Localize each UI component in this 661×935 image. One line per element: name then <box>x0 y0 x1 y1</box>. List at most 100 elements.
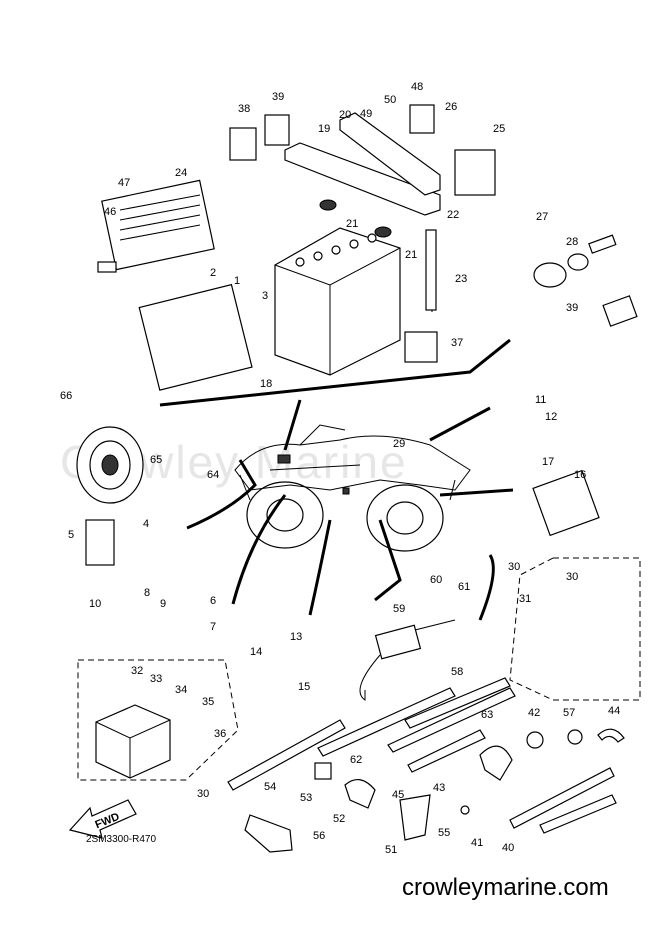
wire-harness-group-outline <box>509 557 641 701</box>
battery-part-18 <box>274 227 401 376</box>
callout-33: 33 <box>150 673 162 685</box>
callout-61: 61 <box>458 581 470 593</box>
callout-30: 30 <box>566 571 578 583</box>
callout-48: 48 <box>411 81 423 93</box>
fuse-box-part-30 <box>95 704 171 779</box>
drawing-code: 2SM3300-R470 <box>86 834 157 845</box>
callout-21: 21 <box>346 218 358 230</box>
callout-51: 51 <box>385 844 397 856</box>
clip-part-58 <box>567 729 583 745</box>
callout-58: 58 <box>451 666 463 678</box>
battery-bracket-part-19-20 <box>284 112 441 313</box>
callout-28: 28 <box>566 236 578 248</box>
callout-40: 40 <box>502 842 514 854</box>
ignition-coil-part-4 <box>85 519 115 566</box>
callout-30: 30 <box>508 561 520 573</box>
callout-6: 6 <box>210 595 216 607</box>
callout-7: 7 <box>210 621 216 633</box>
grommet-part-56 <box>460 805 470 815</box>
callout-25: 25 <box>493 123 505 135</box>
callout-2: 2 <box>210 267 216 279</box>
callout-31: 31 <box>519 593 531 605</box>
callout-42: 42 <box>528 707 540 719</box>
site-url[interactable]: crowleymarine.com <box>402 874 609 901</box>
clamp-part-44 <box>479 745 513 781</box>
callout-10: 10 <box>89 598 101 610</box>
sensor-part-49 <box>409 104 435 134</box>
callout-38: 38 <box>238 103 250 115</box>
callout-20: 20 <box>339 109 351 121</box>
main-switch-part-27 <box>533 234 638 327</box>
callout-22: 22 <box>447 209 459 221</box>
callout-24: 24 <box>175 167 187 179</box>
callout-44: 44 <box>608 705 620 717</box>
cable-ties <box>227 677 617 834</box>
callout-32: 32 <box>131 665 143 677</box>
clamp-part-57 <box>244 814 293 853</box>
fwd-arrow: FWD <box>68 799 137 839</box>
callout-46: 46 <box>104 206 116 218</box>
callout-23: 23 <box>455 273 467 285</box>
callout-47: 47 <box>118 177 130 189</box>
cdi-unit-part-1 <box>138 283 253 391</box>
callout-39: 39 <box>566 302 578 314</box>
callout-34: 34 <box>175 684 187 696</box>
starter-motor-part-60 <box>359 619 456 701</box>
callout-19: 19 <box>318 123 330 135</box>
relay-part-38 <box>404 331 438 363</box>
clamp-part-53 <box>344 779 376 809</box>
relay-part-39a <box>229 127 257 161</box>
horn-part-66 <box>76 426 144 504</box>
callout-55: 55 <box>438 827 450 839</box>
callout-60: 60 <box>430 574 442 586</box>
callout-39: 39 <box>272 91 284 103</box>
callout-5: 5 <box>68 529 74 541</box>
clip-part-45 <box>597 728 625 743</box>
callout-36: 36 <box>214 728 226 740</box>
rectifier-part-16 <box>532 469 600 537</box>
relay-part-39b <box>264 114 290 146</box>
clamp-part-52 <box>399 794 431 841</box>
callout-labels: 1234567891011121314151617181920212122232… <box>60 81 620 856</box>
callout-18: 18 <box>260 378 272 390</box>
callout-53: 53 <box>300 792 312 804</box>
starter-relay-part-25 <box>454 149 496 196</box>
callout-59: 59 <box>393 603 405 615</box>
callout-56: 56 <box>313 830 325 842</box>
leader-lines <box>159 338 514 621</box>
callout-54: 54 <box>264 781 276 793</box>
callout-1: 1 <box>234 275 240 287</box>
callout-64: 64 <box>207 469 219 481</box>
callout-17: 17 <box>542 456 554 468</box>
callout-11: 11 <box>535 394 546 406</box>
callout-15: 15 <box>298 681 310 693</box>
callout-16: 16 <box>574 469 586 481</box>
callout-37: 37 <box>451 337 463 349</box>
clamp-part-54 <box>314 762 332 780</box>
callout-3: 3 <box>262 290 268 302</box>
ecu-part-47 <box>97 179 215 273</box>
callout-62: 62 <box>350 754 362 766</box>
callout-4: 4 <box>143 518 149 530</box>
callout-66: 66 <box>60 390 72 402</box>
callout-26: 26 <box>445 101 457 113</box>
callout-41: 41 <box>471 837 483 849</box>
callout-45: 45 <box>392 789 404 801</box>
callout-52: 52 <box>333 813 345 825</box>
callout-12: 12 <box>545 411 557 423</box>
callout-27: 27 <box>536 211 548 223</box>
callout-21: 21 <box>405 249 417 261</box>
callout-57: 57 <box>563 707 575 719</box>
callout-49: 49 <box>360 108 372 120</box>
callout-9: 9 <box>160 598 166 610</box>
callout-8: 8 <box>144 587 150 599</box>
fuse-box-group-outline <box>77 659 239 781</box>
callout-65: 65 <box>150 454 162 466</box>
callout-43: 43 <box>433 782 445 794</box>
callout-50: 50 <box>384 94 396 106</box>
callout-13: 13 <box>290 631 302 643</box>
callout-30: 30 <box>197 788 209 800</box>
callout-35: 35 <box>202 696 214 708</box>
clip-part-43 <box>526 731 544 749</box>
